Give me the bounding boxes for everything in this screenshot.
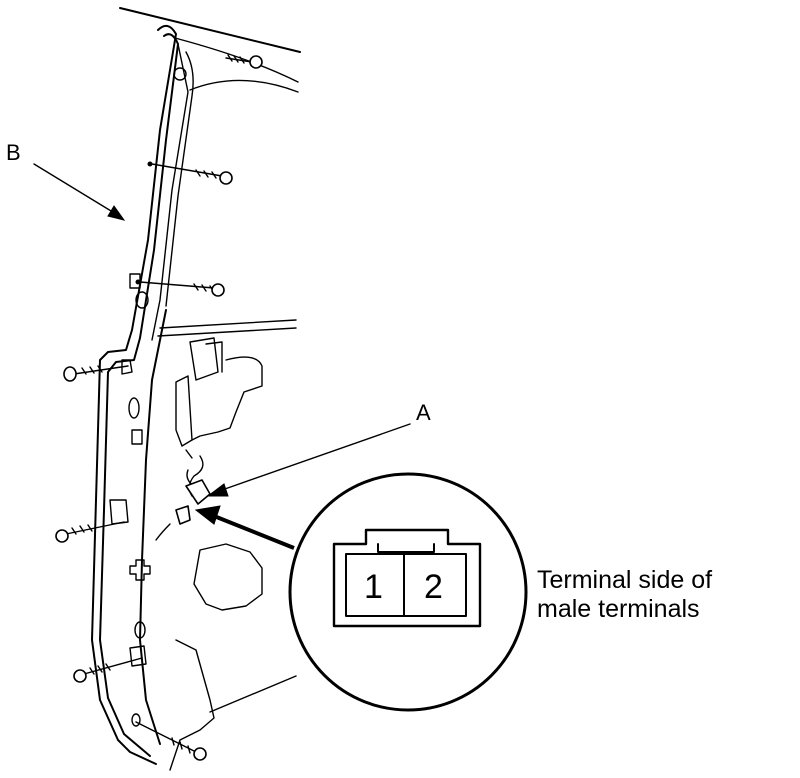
- screw-icon: [135, 279, 225, 297]
- connector-caption: Terminal side of male terminals: [537, 566, 712, 623]
- connector-detail: 1 2: [288, 472, 528, 712]
- pin-2-label: 2: [424, 568, 443, 606]
- pin-1-label: 1: [364, 568, 383, 606]
- screw-icon: [55, 521, 125, 543]
- zoom-arrow: [194, 505, 295, 550]
- pin-cavity-2: [403, 553, 467, 617]
- zoom-circle: [288, 472, 528, 712]
- mounting-screws: [55, 54, 263, 761]
- callout-b-label: B: [6, 140, 21, 165]
- callout-b: B: [6, 140, 126, 221]
- screw-icon: [147, 161, 233, 185]
- door-frame: [91, 7, 301, 771]
- callout-a-label: A: [416, 400, 431, 425]
- screw-icon: [63, 365, 129, 382]
- caption-line-1: Terminal side of: [537, 566, 712, 594]
- connector-housing: [332, 528, 482, 628]
- screw-icon: [73, 657, 143, 683]
- callout-a: A: [206, 400, 431, 497]
- caption-line-2: male terminals: [537, 595, 700, 623]
- screw-icon: [135, 721, 207, 761]
- screw-icon: [225, 54, 263, 69]
